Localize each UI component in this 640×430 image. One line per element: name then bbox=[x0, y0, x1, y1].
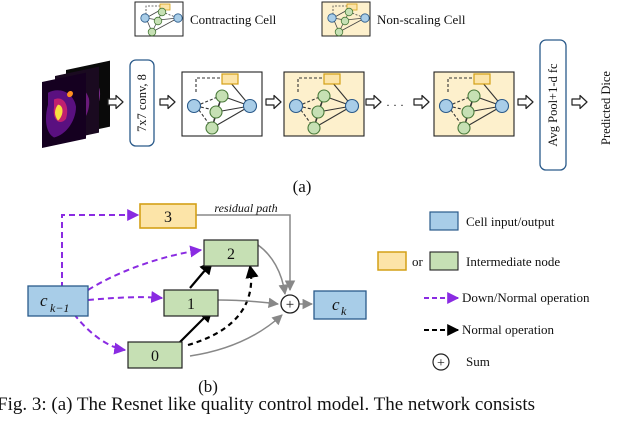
edge-node0-to-sum bbox=[189, 314, 283, 357]
avg-pool-block: Avg Pool+1-d fc bbox=[539, 39, 567, 171]
legend-intermediate-label: Intermediate node bbox=[466, 254, 560, 269]
legend-non-scaling-label: Non-scaling Cell bbox=[377, 12, 466, 27]
edge-input-to-node2 bbox=[87, 245, 203, 291]
edge-node2-to-sum bbox=[257, 244, 289, 296]
pipeline-cell-contracting-1 bbox=[181, 71, 263, 137]
avg-pool-label: Avg Pool+1-d fc bbox=[546, 63, 560, 147]
conv-label: 7x7 conv, 8 bbox=[135, 74, 149, 132]
panel-b-label: (b) bbox=[198, 377, 218, 396]
node-1: 1 bbox=[163, 289, 219, 317]
part-b: 3 residual path 2 1 0 c k−1 + bbox=[27, 201, 590, 396]
caption-text: Fig. 3: (a) The Resnet like quality cont… bbox=[0, 394, 536, 415]
input-node-ck-1: c k−1 bbox=[27, 285, 89, 317]
node-2: 2 bbox=[203, 239, 259, 267]
sum-node-symbol: + bbox=[286, 297, 294, 313]
part-a: Contracting Cell Non-scaling Cell bbox=[42, 1, 613, 196]
input-node-main: c bbox=[40, 291, 48, 310]
edge-node0-to-node2 bbox=[187, 264, 259, 347]
figure-caption: Fig. 3: (a) The Resnet like quality cont… bbox=[0, 390, 640, 430]
ellipsis: · · · bbox=[386, 98, 404, 112]
sum-node: + bbox=[280, 294, 300, 314]
residual-path-label: residual path bbox=[214, 201, 277, 215]
mri-input-image bbox=[42, 60, 110, 148]
legend-sum-symbol: + bbox=[437, 356, 445, 371]
node-2-label: 2 bbox=[227, 246, 235, 263]
node-3: 3 bbox=[139, 203, 197, 229]
conv-block: 7x7 conv, 8 bbox=[129, 59, 155, 147]
legend-contracting-label: Contracting Cell bbox=[190, 12, 277, 27]
node-3-label: 3 bbox=[164, 209, 172, 226]
legend-normal-label: Normal operation bbox=[462, 322, 555, 337]
legend-sum-label: Sum bbox=[466, 354, 490, 369]
legend-b: Cell input/output or Intermediate node D… bbox=[377, 211, 590, 371]
output-node-sub: k bbox=[341, 304, 347, 318]
pipeline-cell-non-scaling-2 bbox=[433, 71, 515, 137]
edge-input-to-node1 bbox=[87, 291, 164, 303]
predicted-dice-label: Predicted Dice bbox=[599, 71, 613, 145]
node-0: 0 bbox=[127, 341, 183, 369]
edge-node3-to-sum bbox=[196, 214, 296, 292]
legend-cell-io-label: Cell input/output bbox=[466, 214, 555, 229]
edge-input-to-node3 bbox=[61, 209, 140, 288]
pipeline-cell-non-scaling-1 bbox=[283, 71, 365, 137]
edge-node1-to-sum bbox=[217, 297, 280, 309]
legend-non-scaling-cell: Non-scaling Cell bbox=[321, 1, 466, 37]
legend-or-label: or bbox=[412, 254, 424, 269]
input-node-sub: k−1 bbox=[50, 301, 69, 315]
node-1-label: 1 bbox=[187, 296, 195, 313]
legend-contracting-cell: Contracting Cell bbox=[134, 1, 277, 37]
output-node-ck: c k bbox=[313, 290, 367, 320]
edge-input-to-node0 bbox=[73, 313, 127, 355]
legend-down-normal-label: Down/Normal operation bbox=[462, 290, 590, 305]
output-node-main: c bbox=[332, 295, 340, 314]
panel-a-label: (a) bbox=[293, 177, 312, 196]
node-0-label: 0 bbox=[151, 348, 159, 365]
